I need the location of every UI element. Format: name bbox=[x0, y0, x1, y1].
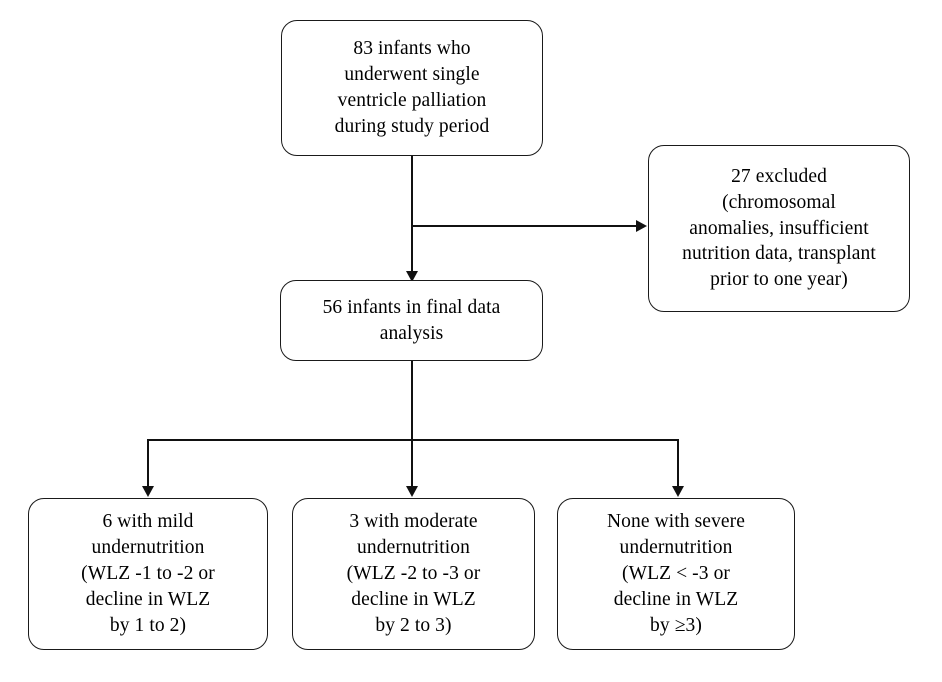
arrowhead-into-excluded-box bbox=[636, 219, 647, 232]
node-severe-line-4: decline in WLZ bbox=[613, 588, 739, 610]
node-severe-undernutrition: None with severe undernutrition (WLZ < -… bbox=[557, 498, 795, 650]
node-mild-line-1: 6 with mild bbox=[102, 511, 194, 533]
node-moderate-line-5: by 2 to 3) bbox=[375, 614, 452, 636]
node-excluded: 27 excluded (chromosomal anomalies, insu… bbox=[648, 145, 910, 312]
node-cohort-line-1: 83 infants who bbox=[353, 38, 471, 60]
arrowhead-into-moderate-box bbox=[405, 486, 418, 497]
node-cohort-line-4: during study period bbox=[334, 115, 490, 137]
connector-cohort-to-excluded-branch bbox=[411, 225, 637, 228]
node-cohort: 83 infants who underwent single ventricl… bbox=[281, 20, 543, 156]
connector-drop-to-moderate bbox=[411, 439, 414, 487]
node-cohort-line-2: underwent single bbox=[344, 64, 480, 86]
node-mild-line-3: (WLZ -1 to -2 or bbox=[81, 563, 215, 585]
node-moderate-undernutrition: 3 with moderate undernutrition (WLZ -2 t… bbox=[292, 498, 535, 650]
arrowhead-into-final-box bbox=[405, 271, 418, 282]
connector-drop-to-mild bbox=[147, 439, 150, 487]
node-final-analysis-line-2: analysis bbox=[379, 322, 444, 344]
node-excluded-line-1: 27 excluded bbox=[731, 165, 827, 187]
node-moderate-line-4: decline in WLZ bbox=[351, 588, 476, 610]
connector-drop-to-severe bbox=[677, 439, 680, 487]
node-cohort-line-3: ventricle palliation bbox=[337, 90, 487, 111]
connector-final-to-bus-stem bbox=[411, 361, 414, 440]
connector-cohort-to-final-stem bbox=[411, 155, 414, 274]
node-final-analysis: 56 infants in final data analysis bbox=[280, 280, 543, 361]
node-mild-line-4: decline in WLZ bbox=[85, 588, 211, 610]
node-moderate-line-3: (WLZ -2 to -3 or bbox=[346, 563, 481, 585]
node-mild-undernutrition: 6 with mild undernutrition (WLZ -1 to -2… bbox=[28, 498, 268, 650]
node-severe-line-2: undernutrition bbox=[619, 537, 733, 559]
node-excluded-line-2: (chromosomal bbox=[722, 191, 836, 213]
node-excluded-line-5: prior to one year) bbox=[710, 269, 848, 291]
node-excluded-line-3: anomalies, insufficient bbox=[689, 217, 869, 239]
arrowhead-into-mild-box bbox=[141, 486, 154, 497]
node-severe-line-3: (WLZ < -3 or bbox=[621, 563, 731, 585]
arrowhead-into-severe-box bbox=[671, 486, 684, 497]
node-moderate-line-2: undernutrition bbox=[357, 537, 470, 559]
node-final-analysis-line-1: 56 infants in final data bbox=[322, 296, 501, 318]
node-mild-line-2: undernutrition bbox=[91, 537, 205, 559]
node-mild-line-5: by 1 to 2) bbox=[109, 614, 187, 636]
node-severe-line-1: None with severe bbox=[606, 511, 746, 533]
node-moderate-line-1: 3 with moderate bbox=[349, 511, 478, 533]
node-excluded-line-4: nutrition data, transplant bbox=[682, 243, 876, 265]
node-severe-line-5: by ≥3) bbox=[650, 614, 702, 636]
